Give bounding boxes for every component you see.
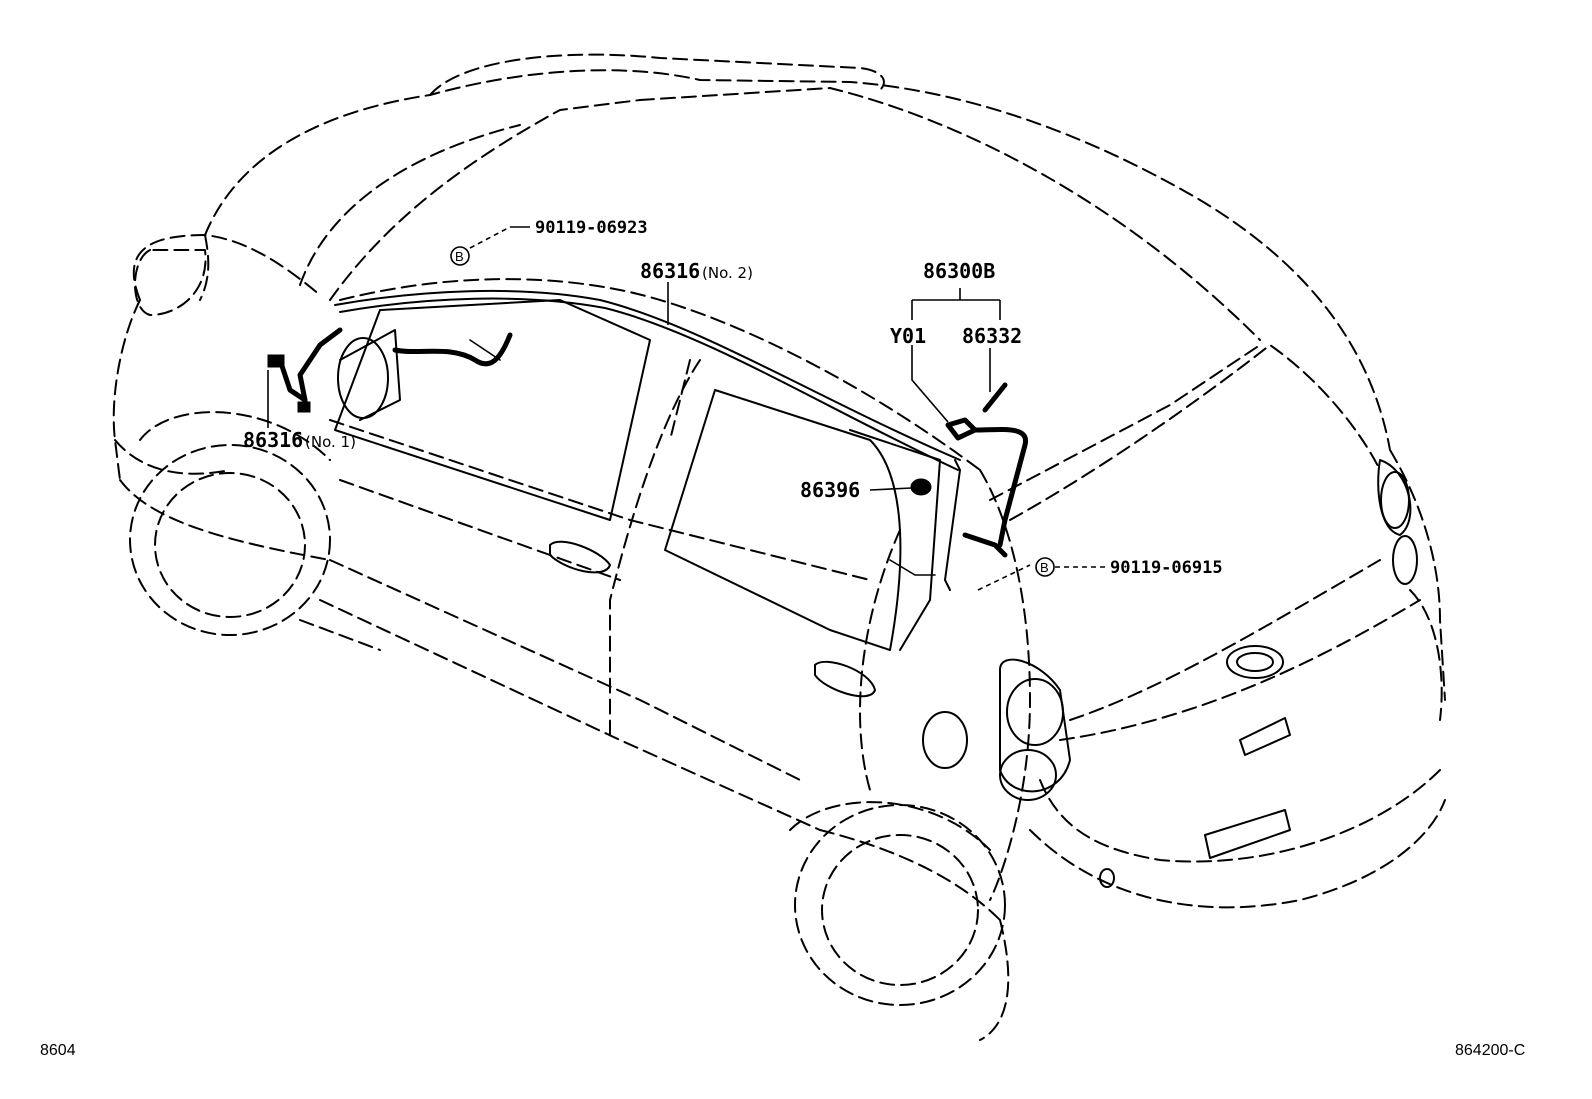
callout-86332[interactable]: 86332: [962, 324, 1022, 348]
door-handles: [549, 540, 876, 698]
marker-b-rear-label: B: [1040, 560, 1049, 575]
marker-b-rear: B: [1035, 557, 1055, 577]
front-wheel: [129, 411, 331, 636]
front-headlamp: [134, 249, 207, 316]
rear-wheel: [789, 801, 1006, 1006]
callout-86300b[interactable]: 86300B: [923, 259, 995, 283]
antenna-harness-no2: [334, 289, 961, 591]
side-mirror: [337, 329, 401, 421]
callout-86316-no2-suffix: (No. 2): [702, 264, 753, 282]
marker-b-front-label: B: [455, 249, 464, 264]
rear-emblem: [1099, 645, 1291, 888]
car-body-outline: [112, 53, 1446, 1041]
footer-right-code: 864200-C: [1455, 1042, 1525, 1059]
callout-86316-no2[interactable]: 86316: [640, 259, 700, 283]
callout-86396[interactable]: 86396: [800, 478, 860, 502]
side-windows: [334, 299, 941, 651]
marker-b-front: B: [450, 246, 470, 266]
callout-86316-no1[interactable]: 86316: [243, 428, 303, 452]
antenna-base: [945, 382, 1028, 558]
rear-tail-lamps: [999, 459, 1418, 801]
footer-left-code: 8604: [40, 1042, 76, 1059]
antenna-harness-no1: [267, 327, 513, 413]
callout-90119-06915[interactable]: 90119-06915: [1110, 558, 1223, 578]
fuel-lid: [922, 711, 968, 769]
callout-90119-06923[interactable]: 90119-06923: [535, 218, 648, 238]
antenna-grommet: [910, 478, 932, 496]
callout-86316-no1-suffix: (No. 1): [305, 433, 356, 451]
callout-y01: Y01: [890, 324, 926, 348]
leader-lines: [267, 226, 1105, 591]
